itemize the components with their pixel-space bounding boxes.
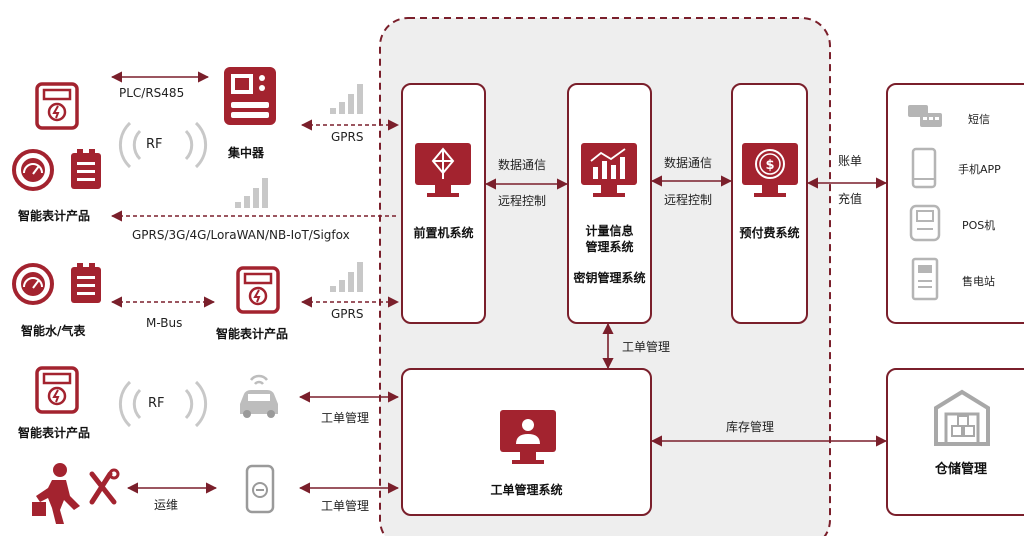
gprs-long-label: GPRS/3G/4G/LoraWAN/NB-IoT/Sigfox bbox=[132, 228, 350, 242]
inventory-label: 库存管理 bbox=[726, 420, 775, 434]
pos-label: POS机 bbox=[962, 219, 996, 232]
car-icon bbox=[240, 374, 278, 418]
smart-meter-label-rf: 智能表计产品 bbox=[18, 426, 91, 440]
station-label: 售电站 bbox=[962, 275, 995, 288]
recharge-label: 充值 bbox=[838, 192, 863, 206]
sms-label: 短信 bbox=[968, 113, 990, 126]
gauge-meter-icon bbox=[12, 149, 54, 191]
gprs-label-1: GPRS bbox=[331, 130, 364, 144]
maintenance-worker-icon bbox=[32, 463, 120, 524]
prepay-system-title: 预付费系统 bbox=[739, 226, 800, 240]
svg-text:$: $ bbox=[765, 158, 774, 173]
workorder-label-2: 工单管理 bbox=[321, 499, 370, 513]
water-meter-icon bbox=[71, 149, 101, 189]
workorder-label-1: 工单管理 bbox=[321, 411, 370, 425]
pos-icon bbox=[909, 204, 941, 242]
rf-wave-icon bbox=[118, 121, 208, 169]
mbus-label: M-Bus bbox=[146, 316, 183, 330]
user-monitor-icon bbox=[500, 410, 556, 464]
network-monitor-icon bbox=[415, 143, 471, 197]
metering-system-node[interactable]: 计量信息 管理系统 密钥管理系统 bbox=[567, 83, 652, 324]
signal-bars-icon bbox=[235, 178, 268, 208]
metering-system-title-1: 计量信息 bbox=[585, 224, 634, 238]
app-label: 手机APP bbox=[958, 163, 1001, 176]
coin-monitor-icon: $ bbox=[742, 143, 798, 197]
smart-meter-label-top: 智能表计产品 bbox=[18, 209, 91, 223]
smart-meter-label-mbus: 智能表计产品 bbox=[216, 327, 289, 341]
rf-label-1: RF bbox=[146, 137, 163, 152]
bill-label: 账单 bbox=[838, 154, 863, 168]
maintenance-label: 运维 bbox=[154, 498, 179, 512]
water-gas-meter-label: 智能水/气表 bbox=[21, 324, 86, 338]
warehouse-node[interactable]: 仓储管理 bbox=[886, 368, 1024, 516]
smart-meter-icon bbox=[236, 266, 280, 314]
warehouse-icon bbox=[934, 389, 990, 446]
smart-meter-icon bbox=[35, 366, 79, 414]
plc-link-label: PLC/RS485 bbox=[119, 86, 185, 100]
concentrator-icon bbox=[224, 67, 276, 125]
frontend-system-title: 前置机系统 bbox=[413, 226, 474, 240]
chart-monitor-icon bbox=[581, 143, 637, 197]
remote-control-label-2: 远程控制 bbox=[664, 193, 713, 207]
mobile-phone-icon bbox=[245, 464, 275, 514]
smart-meter-icon bbox=[35, 82, 79, 130]
warehouse-title: 仓储管理 bbox=[934, 462, 987, 477]
water-meter-icon bbox=[71, 263, 101, 303]
payment-channels-panel: 短信 手机APP POS机 售电站 bbox=[886, 83, 1024, 324]
sms-icon bbox=[908, 105, 942, 127]
gprs-label-2: GPRS bbox=[331, 307, 364, 321]
rf-label-2: RF bbox=[148, 396, 165, 411]
key-mgmt-title: 密钥管理系统 bbox=[573, 271, 646, 285]
remote-control-label-1: 远程控制 bbox=[498, 194, 547, 208]
workorder-system-title: 工单管理系统 bbox=[490, 483, 563, 497]
rf-wave-icon bbox=[118, 380, 208, 428]
signal-bars-icon bbox=[330, 262, 363, 292]
prepay-system-node[interactable]: $ 预付费系统 bbox=[731, 83, 808, 324]
frontend-system-node[interactable]: 前置机系统 bbox=[401, 83, 486, 324]
data-comm-label-1: 数据通信 bbox=[498, 158, 547, 172]
workorder-center-label: 工单管理 bbox=[622, 340, 671, 354]
signal-bars-icon bbox=[330, 84, 363, 114]
data-comm-label-2: 数据通信 bbox=[664, 156, 713, 170]
station-icon bbox=[911, 257, 939, 301]
concentrator-label: 集中器 bbox=[228, 146, 265, 160]
gauge-meter-icon bbox=[12, 263, 54, 305]
metering-system-title-2: 管理系统 bbox=[585, 240, 634, 254]
mobile-app-icon bbox=[911, 147, 937, 189]
workorder-system-node[interactable]: 工单管理系统 bbox=[401, 368, 652, 516]
